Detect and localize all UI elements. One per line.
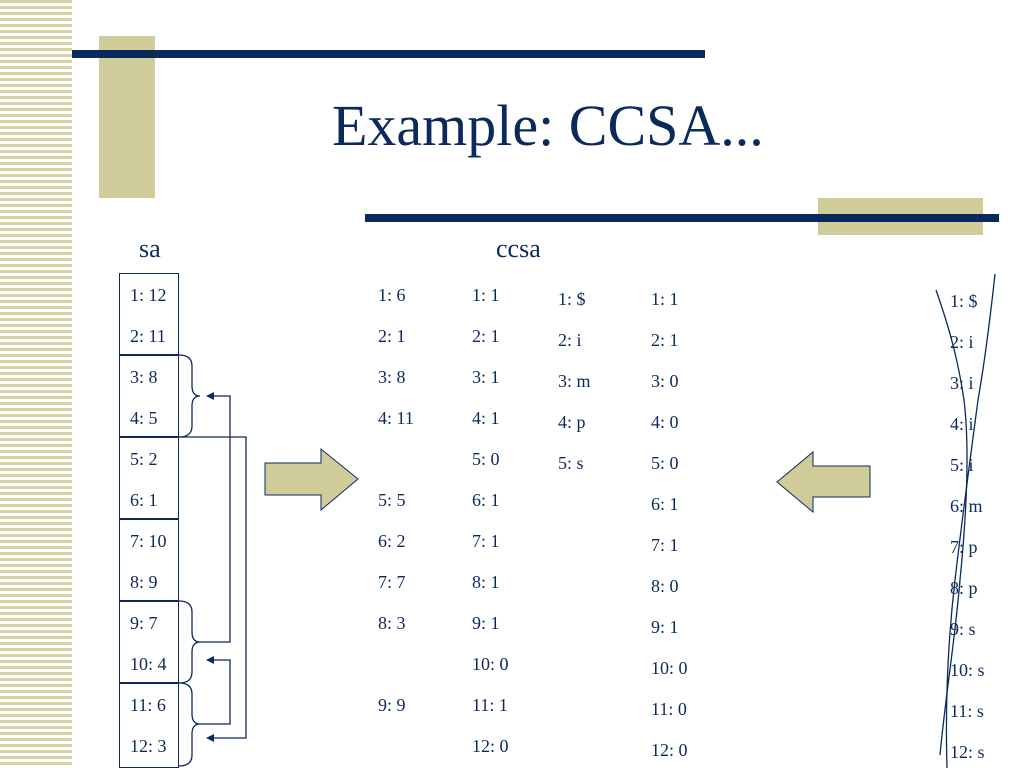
ccsa-col-c-entry: 2: i bbox=[558, 330, 582, 350]
ccsa-col-c-entry: 4: p bbox=[558, 412, 586, 432]
ccsa-col-b-entry: 6: 1 bbox=[472, 490, 500, 510]
sa-entry: 9: 7 bbox=[130, 613, 158, 633]
ccsa-col-d-entry: 2: 1 bbox=[651, 330, 679, 350]
sa-entry: 11: 6 bbox=[130, 695, 166, 715]
sa-entry: 10: 4 bbox=[130, 654, 167, 674]
ccsa-col-a-entry: 9: 9 bbox=[378, 695, 406, 715]
sa-entry: 5: 2 bbox=[130, 449, 158, 469]
ccsa-col-c-entry: 1: $ bbox=[558, 289, 586, 309]
ccsa-col-b-entry: 2: 1 bbox=[472, 326, 500, 346]
ccsa-col-d-entry: 1: 1 bbox=[651, 289, 679, 309]
ccsa-col-b-entry: 1: 1 bbox=[472, 285, 500, 305]
ccsa-col-d-entry: 7: 1 bbox=[651, 535, 679, 555]
sa-entry: 2: 11 bbox=[130, 326, 166, 346]
ccsa-col-c-entry: 3: m bbox=[558, 371, 591, 391]
connector-arrow bbox=[200, 656, 231, 725]
decorative-stripes bbox=[0, 0, 72, 768]
crossed-out-entry: 11: s bbox=[950, 701, 984, 721]
ccsa-col-d-entry: 6: 1 bbox=[651, 494, 679, 514]
ccsa-col-d-entry: 10: 0 bbox=[651, 658, 688, 678]
ccsa-col-b-entry: 11: 1 bbox=[472, 695, 508, 715]
crossed-out-entry: 7: p bbox=[950, 537, 978, 557]
connector-arrow bbox=[200, 392, 231, 643]
slide-title: Example: CCSA... bbox=[332, 93, 764, 158]
crossed-out-entry: 12: s bbox=[950, 742, 985, 762]
sa-label: sa bbox=[139, 234, 161, 263]
ccsa-col-a-entry: 5: 5 bbox=[378, 490, 406, 510]
title-top-rule bbox=[72, 50, 705, 58]
crossed-out-entry: 1: $ bbox=[950, 291, 978, 311]
decorative-khaki-block bbox=[99, 36, 155, 198]
brace-icon bbox=[178, 600, 201, 684]
ccsa-col-a-entry: 1: 6 bbox=[378, 285, 406, 305]
sa-entry: 3: 8 bbox=[130, 367, 158, 387]
ccsa-col-b-entry: 12: 0 bbox=[472, 736, 509, 756]
ccsa-col-b-entry: 8: 1 bbox=[472, 572, 500, 592]
ccsa-col-d-entry: 12: 0 bbox=[651, 740, 688, 760]
cross-out-stroke bbox=[945, 273, 996, 768]
ccsa-col-b-entry: 3: 1 bbox=[472, 367, 500, 387]
crossed-out-entry: 10: s bbox=[950, 660, 985, 680]
ccsa-col-d-entry: 9: 1 bbox=[651, 617, 679, 637]
sa-group-box bbox=[119, 519, 179, 601]
right-arrow-icon bbox=[264, 447, 359, 512]
ccsa-col-a-entry: 2: 1 bbox=[378, 326, 406, 346]
ccsa-col-d-entry: 11: 0 bbox=[651, 699, 687, 719]
crossed-out-entry: 9: s bbox=[950, 619, 976, 639]
ccsa-col-c-entry: 5: s bbox=[558, 453, 584, 473]
ccsa-col-d-entry: 4: 0 bbox=[651, 412, 679, 432]
crossed-out-entry: 8: p bbox=[950, 578, 978, 598]
sa-entry: 8: 9 bbox=[130, 572, 158, 592]
ccsa-col-d-entry: 8: 0 bbox=[651, 576, 679, 596]
sa-group-box bbox=[119, 683, 179, 768]
ccsa-col-a-entry: 6: 2 bbox=[378, 531, 406, 551]
connector-arrow bbox=[179, 436, 247, 742]
ccsa-col-b-entry: 10: 0 bbox=[472, 654, 509, 674]
sa-group-box bbox=[119, 355, 179, 437]
sa-entry: 4: 5 bbox=[130, 408, 158, 428]
crossed-out-entry: 2: i bbox=[950, 332, 974, 352]
ccsa-col-a-entry: 3: 8 bbox=[378, 367, 406, 387]
sa-entry: 1: 12 bbox=[130, 285, 167, 305]
sa-group-box bbox=[119, 437, 179, 519]
brace-icon bbox=[178, 354, 201, 438]
ccsa-col-a-entry: 8: 3 bbox=[378, 613, 406, 633]
sa-entry: 12: 3 bbox=[130, 736, 167, 756]
title-bottom-rule bbox=[365, 214, 999, 222]
crossed-out-entry: 4: i bbox=[950, 414, 974, 434]
cross-out-stroke bbox=[935, 289, 968, 756]
left-arrow-icon bbox=[776, 450, 871, 514]
ccsa-col-b-entry: 7: 1 bbox=[472, 531, 500, 551]
brace-icon bbox=[178, 682, 201, 767]
ccsa-col-a-entry: 7: 7 bbox=[378, 572, 406, 592]
ccsa-col-b-entry: 9: 1 bbox=[472, 613, 500, 633]
sa-group-box bbox=[119, 273, 179, 355]
ccsa-col-d-entry: 3: 0 bbox=[651, 371, 679, 391]
ccsa-col-b-entry: 5: 0 bbox=[472, 449, 500, 469]
sa-entry: 6: 1 bbox=[130, 490, 158, 510]
ccsa-col-b-entry: 4: 1 bbox=[472, 408, 500, 428]
ccsa-label: ccsa bbox=[496, 234, 541, 263]
sa-entry: 7: 10 bbox=[130, 531, 167, 551]
ccsa-col-a-entry: 4: 11 bbox=[378, 408, 414, 428]
ccsa-col-d-entry: 5: 0 bbox=[651, 453, 679, 473]
sa-group-box bbox=[119, 601, 179, 683]
